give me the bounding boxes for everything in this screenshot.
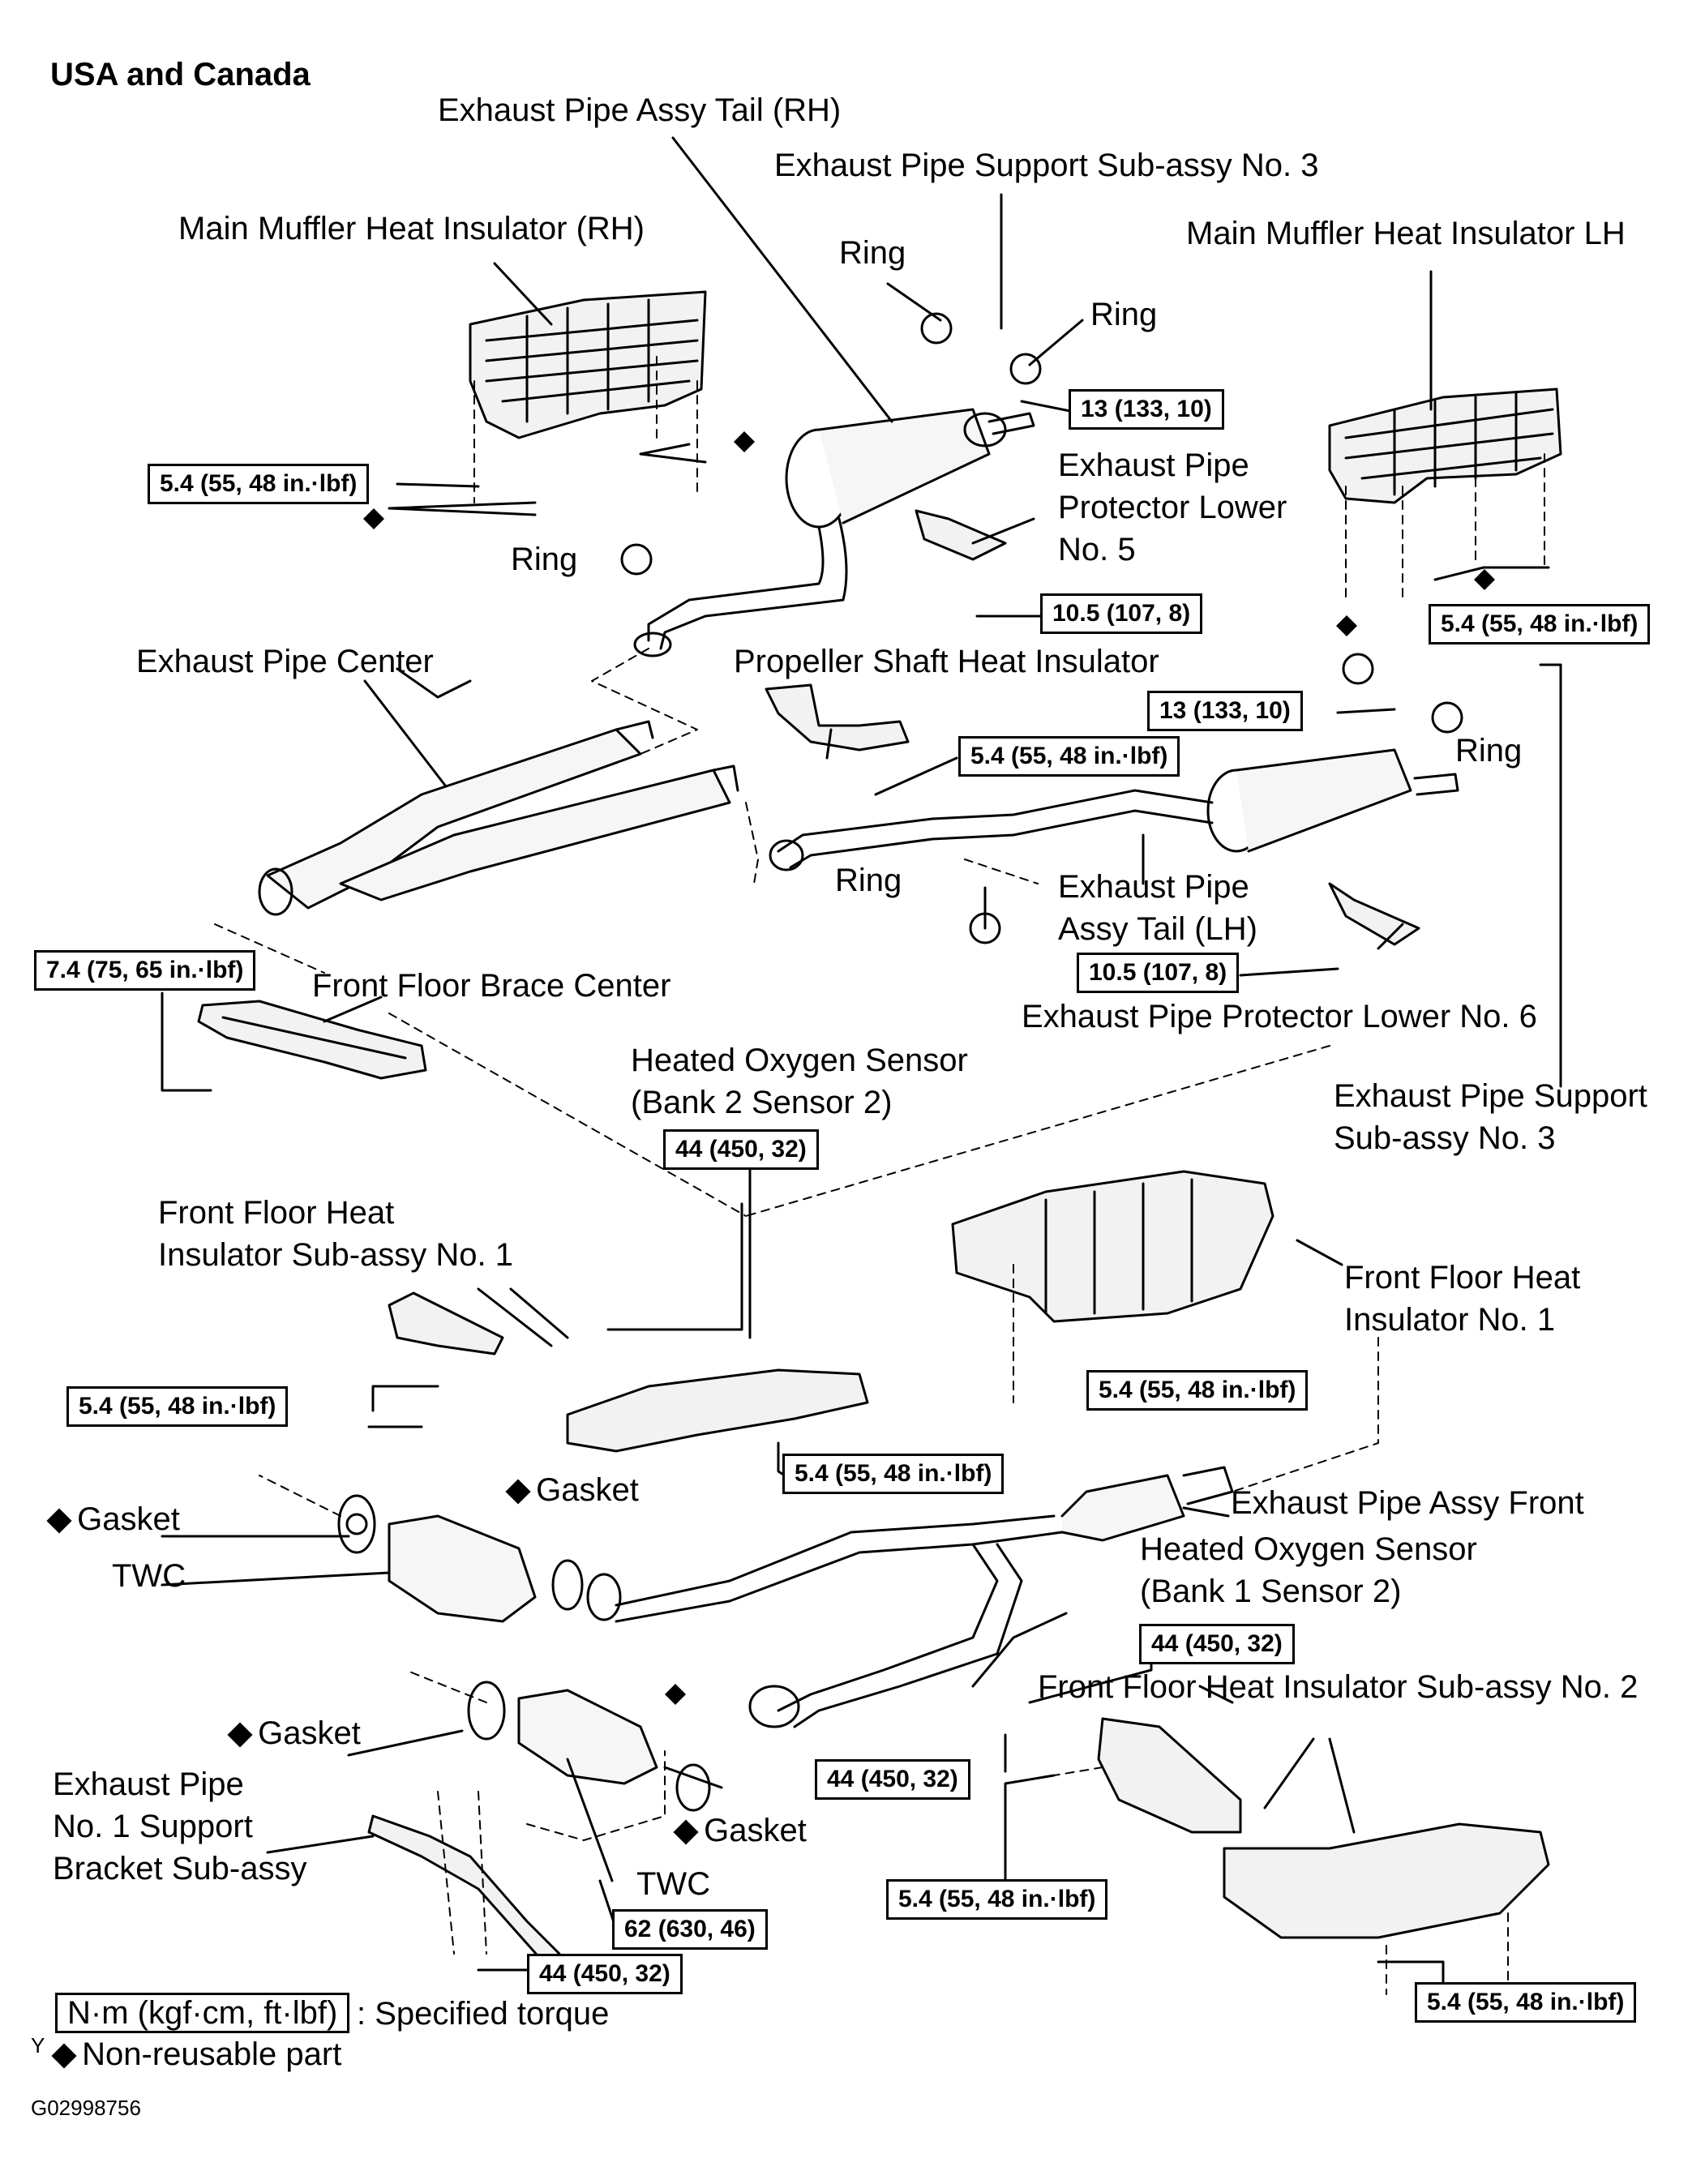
label-brace: Front Floor Brace Center <box>312 968 671 1004</box>
label-prop-shaft: Propeller Shaft Heat Insulator <box>734 644 1159 679</box>
label-bracket-line3: Bracket Sub-assy <box>53 1851 307 1886</box>
label-protector5-line2: Protector Lower <box>1058 490 1287 525</box>
label-support3-right-line1: Exhaust Pipe Support <box>1334 1078 1647 1114</box>
torque-box: 5.4 (55, 48 in.·lbf) <box>886 1879 1108 1920</box>
label-gasket-3-text: Gasket <box>258 1715 361 1751</box>
label-ff-ins1-sub-line2: Insulator Sub-assy No. 1 <box>158 1237 513 1273</box>
brace-shape <box>197 1000 427 1080</box>
torque-box: 44 (450, 32) <box>1139 1624 1295 1664</box>
page-title: USA and Canada <box>50 57 311 92</box>
label-ff-ins1-sub-line1: Front Floor Heat <box>158 1195 395 1231</box>
label-tail-lh-line1: Exhaust Pipe <box>1058 869 1249 905</box>
torque-box: 5.4 (55, 48 in.·lbf) <box>1086 1370 1309 1411</box>
torque-box: 5.4 (55, 48 in.·lbf) <box>782 1454 1005 1494</box>
tail-rh-shape <box>633 408 1035 657</box>
prop-shaft-insulator-shape <box>765 683 910 752</box>
label-ring-2: Ring <box>1090 297 1158 332</box>
muffler-insulator-rh-shape <box>469 290 707 439</box>
torque-box: 44 (450, 32) <box>663 1129 819 1170</box>
label-front-pipe: Exhaust Pipe Assy Front <box>1231 1485 1584 1521</box>
label-bracket-line1: Exhaust Pipe <box>53 1766 244 1802</box>
label-muffler-rh: Main Muffler Heat Insulator (RH) <box>178 211 645 246</box>
label-gasket-2-text: Gasket <box>536 1472 639 1508</box>
label-twc-1: TWC <box>112 1558 186 1594</box>
figure-id: G02998756 <box>31 2096 141 2120</box>
label-center-pipe: Exhaust Pipe Center <box>136 644 434 679</box>
legend-nonreusable: Non-reusable part <box>51 2033 342 2075</box>
torque-box: 10.5 (107, 8) <box>1040 593 1203 634</box>
center-pipe-shape <box>258 720 739 916</box>
label-ring-4: Ring <box>1455 733 1523 769</box>
label-ff-ins2: Front Floor Heat Insulator Sub-assy No. … <box>1038 1669 1639 1705</box>
label-gasket-4: Gasket <box>673 1809 807 1852</box>
label-twc-2: TWC <box>636 1866 711 1902</box>
label-ring-5: Ring <box>835 863 902 898</box>
legend-torque-desc: : Specified torque <box>357 1996 610 2032</box>
diamond-icon <box>227 1722 253 1748</box>
torque-box: 13 (133, 10) <box>1069 389 1224 430</box>
legend-nonreusable-text: Non-reusable part <box>82 2036 342 2072</box>
label-muffler-lh: Main Muffler Heat Insulator LH <box>1186 216 1626 251</box>
label-o2-bank2-line1: Heated Oxygen Sensor <box>631 1043 968 1078</box>
label-gasket-4-text: Gasket <box>704 1813 807 1848</box>
torque-box: 7.4 (75, 65 in.·lbf) <box>34 950 256 991</box>
torque-box: 13 (133, 10) <box>1147 691 1303 731</box>
torque-box: 44 (450, 32) <box>527 1954 683 1994</box>
legend-marker: Y <box>31 2033 45 2058</box>
torque-box: 44 (450, 32) <box>815 1759 970 1800</box>
torque-box: 5.4 (55, 48 in.·lbf) <box>148 464 370 504</box>
front-pipe-shape <box>615 1466 1234 1728</box>
label-protector6: Exhaust Pipe Protector Lower No. 6 <box>1022 999 1537 1034</box>
diamond-icon <box>46 1508 72 1534</box>
diamond-icon <box>673 1819 699 1845</box>
torque-box: 5.4 (55, 48 in.·lbf) <box>66 1386 289 1427</box>
label-o2-bank1-line2: (Bank 1 Sensor 2) <box>1140 1574 1402 1609</box>
label-gasket-3: Gasket <box>227 1712 361 1754</box>
torque-box: 10.5 (107, 8) <box>1077 953 1240 993</box>
label-protector5-line3: No. 5 <box>1058 532 1136 567</box>
label-support3-right-line2: Sub-assy No. 3 <box>1334 1120 1556 1156</box>
label-gasket-2: Gasket <box>505 1469 639 1511</box>
label-gasket-1: Gasket <box>46 1498 180 1540</box>
diamond-icon <box>505 1479 531 1505</box>
label-tail-lh-line2: Assy Tail (LH) <box>1058 911 1257 947</box>
label-bracket-line2: No. 1 Support <box>53 1809 253 1844</box>
diamond-icon <box>51 2043 77 2069</box>
label-ff-ins1-line2: Insulator No. 1 <box>1344 1302 1556 1338</box>
legend-torque-unit-box: N·m (kgf·cm, ft·lbf) <box>55 1993 350 2033</box>
muffler-insulator-lh-shape <box>1328 388 1562 504</box>
torque-box: 5.4 (55, 48 in.·lbf) <box>1429 604 1651 644</box>
label-gasket-1-text: Gasket <box>77 1501 180 1537</box>
torque-box: 5.4 (55, 48 in.·lbf) <box>958 736 1180 777</box>
label-tail-rh: Exhaust Pipe Assy Tail (RH) <box>438 92 842 128</box>
tail-lh-shape <box>769 748 1459 871</box>
label-support3-top: Exhaust Pipe Support Sub-assy No. 3 <box>774 148 1319 183</box>
label-ff-ins1-line1: Front Floor Heat <box>1344 1260 1581 1295</box>
label-ring-3: Ring <box>511 542 578 577</box>
torque-box: 62 (630, 46) <box>612 1909 768 1950</box>
label-ring-1: Ring <box>839 235 906 271</box>
label-protector5-line1: Exhaust Pipe <box>1058 448 1249 483</box>
label-o2-bank2-line2: (Bank 2 Sensor 2) <box>631 1085 893 1120</box>
label-o2-bank1-line1: Heated Oxygen Sensor <box>1140 1531 1477 1567</box>
torque-box: 5.4 (55, 48 in.·lbf) <box>1415 1982 1637 2023</box>
